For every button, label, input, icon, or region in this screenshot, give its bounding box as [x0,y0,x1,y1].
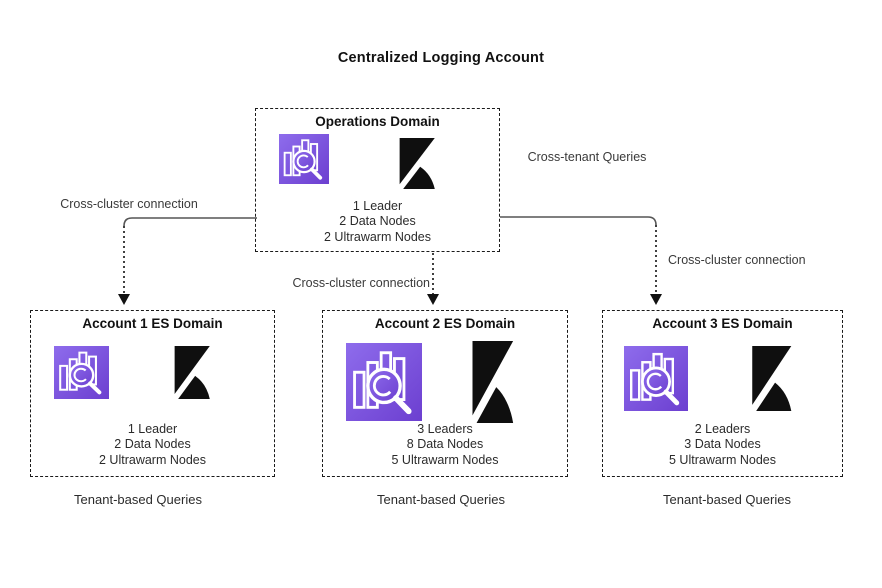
elasticsearch-service-icon [346,343,422,421]
node-line: 5 Ultrawarm Nodes [391,452,499,467]
node-line: 2 Ultrawarm Nodes [99,452,206,467]
node-line: 2 Leaders [694,421,751,436]
node-line: 2 Data Nodes [114,437,191,451]
account-1-title: Account 1 ES Domain [82,316,223,331]
node-line: 1 Leader [127,421,178,436]
account-3-title: Account 3 ES Domain [652,316,793,331]
tenant-based-queries-label-1: Tenant-based Queries [74,492,202,507]
account-2-title: Account 2 ES Domain [374,316,516,331]
node-line: 5 Ultrawarm Nodes [669,452,776,467]
page-title: Centralized Logging Account [337,50,545,66]
node-line: 1 Leader [352,198,403,213]
operations-node-list: 1 Leader 2 Data Nodes 2 Ultrawarm Nodes [256,199,499,246]
operations-domain-box: Operations Domain 1 Leader 2 Data Nodes … [255,108,500,252]
operations-domain-title: Operations Domain [315,114,440,129]
tenant-based-queries-label-2: Tenant-based Queries [377,492,505,507]
kibana-icon [399,138,435,189]
cross-cluster-connection-label-middle: Cross-cluster connection [292,276,430,290]
account-1-es-domain-box: Account 1 ES Domain 1 Leader 2 Data Node… [30,310,275,477]
cross-tenant-queries-label: Cross-tenant Queries [527,150,647,164]
elasticsearch-service-icon [624,346,688,411]
kibana-icon [472,341,514,423]
cross-cluster-connection-label-left: Cross-cluster connection [60,197,198,211]
node-line: 2 Ultrawarm Nodes [324,229,431,244]
kibana-icon [174,346,210,399]
elasticsearch-service-icon [279,134,329,184]
node-line: 3 Leaders [417,421,473,436]
account-2-es-domain-box: Account 2 ES Domain 3 Leaders 8 Data Nod… [322,310,568,477]
account-2-node-list: 3 Leaders 8 Data Nodes 5 Ultrawarm Nodes [323,422,567,469]
elasticsearch-service-icon [54,346,109,399]
account-3-node-list: 2 Leaders 3 Data Nodes 5 Ultrawarm Nodes [603,422,842,469]
node-line: 8 Data Nodes [406,437,484,451]
account-1-node-list: 1 Leader 2 Data Nodes 2 Ultrawarm Nodes [31,422,274,469]
node-line: 2 Data Nodes [339,214,416,228]
node-line: 3 Data Nodes [684,437,761,451]
account-3-es-domain-box: Account 3 ES Domain 2 Leaders 3 Data Nod… [602,310,843,477]
kibana-icon [752,346,792,411]
tenant-based-queries-label-3: Tenant-based Queries [663,492,791,507]
cross-cluster-connection-label-right: Cross-cluster connection [668,253,806,267]
